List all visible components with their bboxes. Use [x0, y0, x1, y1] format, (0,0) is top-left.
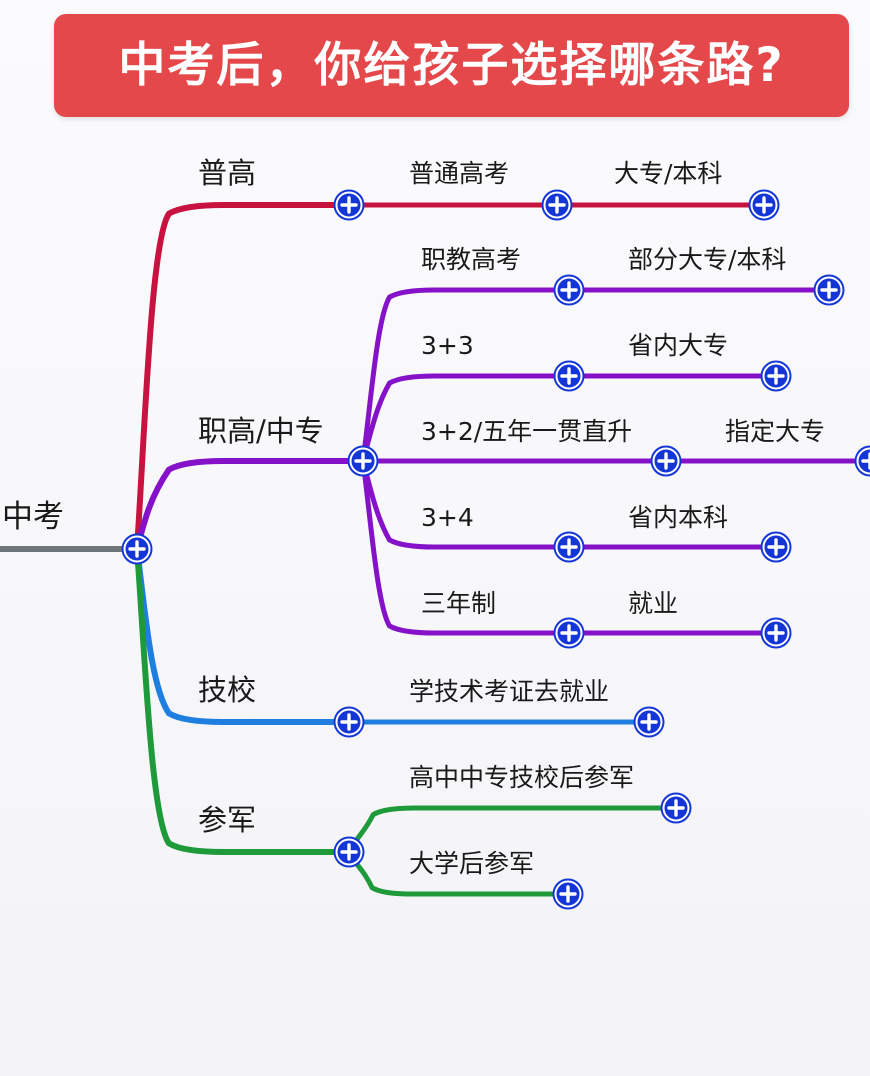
root-label: 中考 — [2, 499, 64, 535]
node-ring — [554, 880, 582, 908]
branch-1-child-3-expand-icon[interactable] — [553, 531, 585, 563]
plus-icon — [657, 452, 675, 470]
title-banner: 中考后，你给孩子选择哪条路? — [54, 14, 849, 117]
branch-1-expand-icon[interactable] — [347, 445, 379, 477]
root-expand-icon[interactable] — [121, 533, 153, 565]
plus-icon — [861, 452, 870, 470]
branch-1-child-0-label: 职教高考 — [421, 245, 521, 274]
plus-icon — [340, 196, 358, 214]
node-ring — [635, 708, 663, 736]
branch-1-child-3-sub-label: 省内本科 — [628, 503, 728, 532]
branch-3-expand-icon[interactable] — [333, 836, 365, 868]
branch-0-child-0-label: 普通高考 — [409, 159, 509, 188]
branch-1-child-0-line — [360, 287, 572, 464]
branch-1-child-0-sub-label: 部分大专/本科 — [628, 245, 786, 274]
plus-icon — [755, 196, 773, 214]
plus-icon — [559, 885, 577, 903]
node-ring — [762, 533, 790, 561]
plus-icon — [640, 713, 658, 731]
plus-icon — [354, 452, 372, 470]
branch-1-child-2-sub-expand-icon[interactable] — [854, 445, 870, 477]
branch-1-child-4-label: 三年制 — [421, 589, 496, 618]
node-ring — [762, 362, 790, 390]
branch-2-child-0-expand-icon[interactable] — [633, 706, 665, 738]
plus-icon — [820, 281, 838, 299]
node-ring — [555, 276, 583, 304]
node-ring — [335, 838, 363, 866]
node-ring — [543, 191, 571, 219]
node-ring — [762, 619, 790, 647]
branch-label-0: 普高 — [198, 156, 256, 190]
branch-1-child-4-expand-icon[interactable] — [553, 617, 585, 649]
branch-2-expand-icon[interactable] — [333, 706, 365, 738]
branch-1-child-4-sub-expand-icon[interactable] — [760, 617, 792, 649]
node-ring — [123, 535, 151, 563]
plus-icon — [560, 367, 578, 385]
branch-1-child-1-sub-label: 省内大专 — [628, 331, 728, 360]
node-ring — [555, 533, 583, 561]
branch-3-child-1-expand-icon[interactable] — [552, 878, 584, 910]
plus-icon — [667, 799, 685, 817]
branch-0-child-0-sub-expand-icon[interactable] — [748, 189, 780, 221]
branch-1-child-1-label: 3+3 — [421, 331, 474, 360]
branch-1-child-0-expand-icon[interactable] — [553, 274, 585, 306]
plus-icon — [560, 624, 578, 642]
node-ring — [856, 447, 870, 475]
branch-0-child-0-expand-icon[interactable] — [541, 189, 573, 221]
branch-1-child-3-sub-expand-icon[interactable] — [760, 531, 792, 563]
branch-1-child-4-sub-label: 就业 — [628, 589, 678, 618]
branch-line-3 — [134, 546, 352, 855]
branch-label-1: 职高/中专 — [198, 414, 324, 448]
branch-1-child-2-sub-label: 指定大专 — [725, 417, 825, 446]
plus-icon — [548, 196, 566, 214]
branch-1-child-3-line — [360, 458, 572, 550]
branch-1-child-0-sub-expand-icon[interactable] — [813, 274, 845, 306]
branch-2-child-0-label: 学技术考证去就业 — [409, 677, 609, 706]
branch-line-0 — [134, 202, 352, 552]
branch-1-child-2-label: 3+2/五年一贯直升 — [421, 417, 632, 446]
branch-1-child-1-line — [360, 373, 572, 464]
plus-icon — [767, 538, 785, 556]
plus-icon — [340, 713, 358, 731]
page-title: 中考后，你给孩子选择哪条路? — [118, 38, 785, 93]
node-ring — [555, 362, 583, 390]
branch-1-child-2-expand-icon[interactable] — [650, 445, 682, 477]
branch-1-child-4-line — [360, 458, 572, 636]
branch-label-3: 参军 — [198, 803, 256, 837]
node-ring — [335, 708, 363, 736]
branch-3-child-1-label: 大学后参军 — [409, 849, 534, 878]
plus-icon — [128, 540, 146, 558]
branch-1-child-1-expand-icon[interactable] — [553, 360, 585, 392]
node-ring — [652, 447, 680, 475]
node-ring — [662, 794, 690, 822]
node-ring — [750, 191, 778, 219]
plus-icon — [560, 281, 578, 299]
plus-icon — [340, 843, 358, 861]
node-ring — [815, 276, 843, 304]
branch-0-expand-icon[interactable] — [333, 189, 365, 221]
branch-line-1 — [134, 458, 366, 552]
branch-0-child-0-sub-label: 大专/本科 — [614, 159, 722, 188]
mindmap-edges — [0, 202, 870, 897]
mindmap-nodes — [121, 189, 870, 910]
branch-1-child-3-label: 3+4 — [421, 503, 474, 532]
node-ring — [349, 447, 377, 475]
branch-3-child-0-label: 高中中专技校后参军 — [409, 763, 634, 792]
plus-icon — [767, 624, 785, 642]
plus-icon — [767, 367, 785, 385]
branch-label-2: 技校 — [198, 673, 256, 707]
branch-3-child-0-expand-icon[interactable] — [660, 792, 692, 824]
node-ring — [555, 619, 583, 647]
node-ring — [335, 191, 363, 219]
plus-icon — [560, 538, 578, 556]
branch-1-child-1-sub-expand-icon[interactable] — [760, 360, 792, 392]
branch-3-child-0-line — [346, 805, 679, 855]
